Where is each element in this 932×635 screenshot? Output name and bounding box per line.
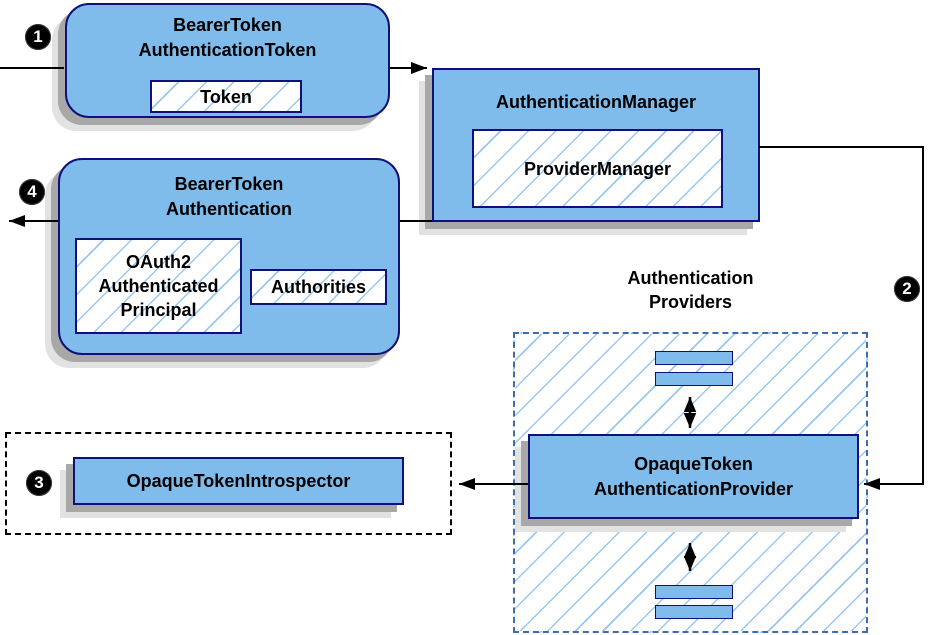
step-3-badge: 3 — [26, 470, 52, 496]
bearer-token-authentication-token-node: BearerToken AuthenticationToken Token — [65, 3, 390, 118]
authentication-manager-node: AuthenticationManager ProviderManager — [432, 68, 760, 222]
provider-manager-field-label: ProviderManager — [523, 158, 672, 179]
step-4-badge: 4 — [19, 179, 45, 205]
provider-manager-field: ProviderManager — [472, 129, 723, 208]
authentication-providers-label: Authentication Providers — [513, 266, 868, 314]
step-1-badge: 1 — [25, 24, 51, 50]
opaque-token-authentication-provider-node: OpaqueToken AuthenticationProvider — [528, 434, 859, 519]
principal-label-line: Authenticated — [98, 276, 219, 296]
authorities-field: Authorities — [250, 269, 387, 305]
provider-item-bar — [655, 585, 733, 599]
node-title-line: Authentication — [166, 199, 292, 219]
principal-label-line: Principal — [120, 300, 197, 320]
node-title-line: BearerToken — [174, 174, 284, 194]
principal-label-line: OAuth2 — [126, 252, 191, 272]
provider-item-bar — [655, 372, 733, 386]
node-title-line: OpaqueTokenIntrospector — [126, 470, 351, 491]
provider-item-bar — [655, 605, 733, 619]
provider-item-bar — [655, 351, 733, 365]
token-field: Token — [150, 80, 302, 113]
node-title-line: BearerToken — [173, 15, 282, 35]
node-title-line: OpaqueToken — [634, 453, 753, 474]
node-title-line: AuthenticationProvider — [593, 478, 794, 499]
authentication-providers-label-line1: Authentication — [627, 268, 754, 288]
authentication-providers-label-line2: Providers — [648, 292, 733, 312]
authorities-field-label: Authorities — [270, 277, 366, 297]
token-field-label: Token — [200, 86, 252, 107]
opaque-token-introspector-node: OpaqueTokenIntrospector — [73, 457, 404, 505]
node-title-line: AuthenticationManager — [495, 92, 696, 112]
node-title-line: AuthenticationToken — [138, 40, 317, 60]
bearer-token-authentication-node: BearerToken Authentication OAuth2 Authen… — [58, 158, 400, 355]
oauth2-authenticated-principal-field: OAuth2 Authenticated Principal — [75, 238, 242, 334]
step-2-badge: 2 — [894, 276, 920, 302]
